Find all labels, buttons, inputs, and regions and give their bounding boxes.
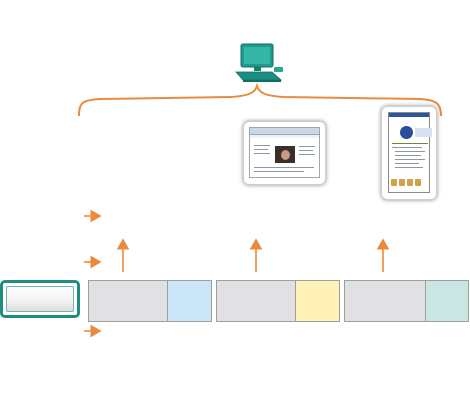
handheld-logo (400, 126, 413, 139)
browser-toolbar (250, 135, 319, 138)
layer-label-box (0, 280, 80, 318)
bar-3-end (425, 280, 469, 322)
layer-label-text (6, 286, 74, 312)
handheld-screenshot (381, 106, 437, 200)
bar-3-main (344, 280, 426, 322)
bar-2-main (216, 280, 296, 322)
handheld-app-icons (391, 173, 427, 186)
bar-1-main (88, 280, 168, 322)
browser-screenshot (243, 121, 326, 185)
browser-window (249, 127, 320, 178)
bar-2-end (295, 280, 340, 322)
handheld-screen (388, 112, 432, 193)
bar-1-end (167, 280, 212, 322)
browser-titlebar (250, 128, 319, 135)
desktop-computer-icon (235, 43, 283, 82)
browser-photo (275, 146, 295, 163)
orange-brace (78, 82, 442, 117)
